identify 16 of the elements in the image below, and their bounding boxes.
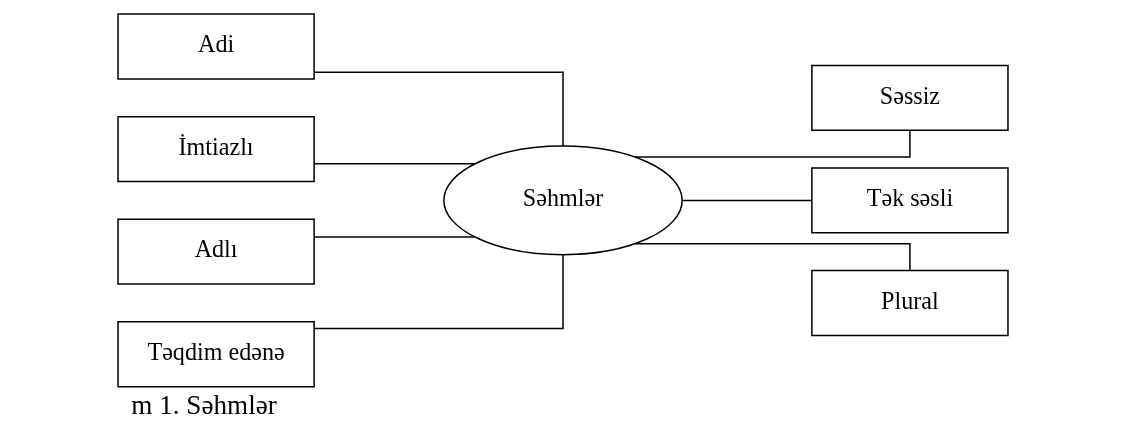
node-box: Tək səsli	[811, 167, 1009, 234]
node-ellipse: Səhmlər	[443, 145, 683, 256]
connector	[313, 71, 564, 147]
node-box: Adlı	[117, 218, 315, 285]
node-box: Plural	[811, 269, 1009, 337]
caption: m 1. Səhmlər	[131, 390, 277, 421]
connector	[313, 163, 476, 165]
node-box: Səssiz	[811, 64, 1009, 131]
node-box: İmtiazlı	[117, 115, 315, 183]
connector	[681, 199, 813, 202]
connector	[313, 254, 564, 330]
connector	[634, 130, 911, 158]
node-box: Təqdim edənə	[117, 321, 315, 388]
node-box: Adi	[117, 13, 315, 80]
connector	[634, 243, 911, 271]
connector	[313, 236, 476, 238]
